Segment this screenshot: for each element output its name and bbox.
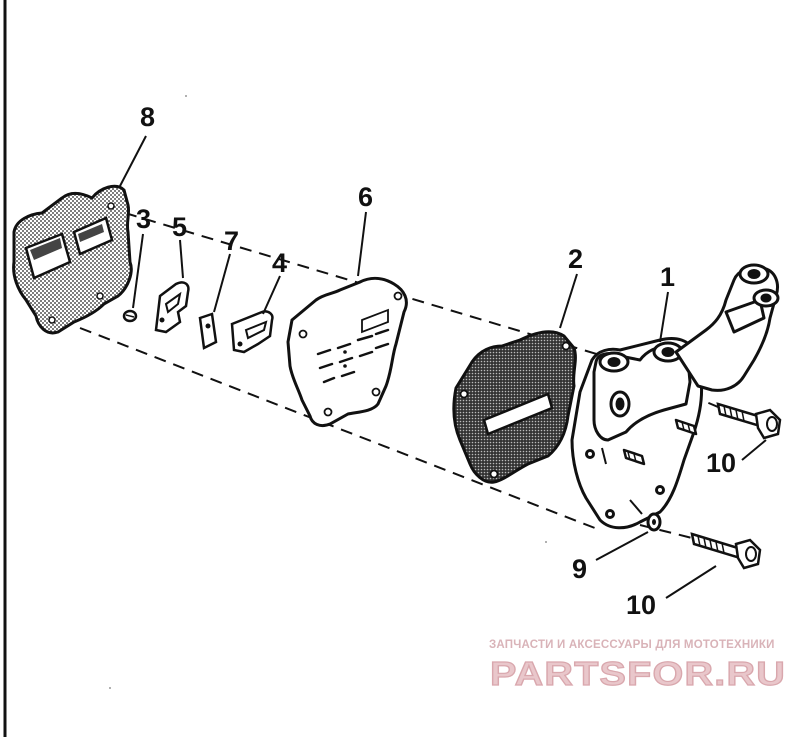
leader-8 <box>119 135 147 187</box>
callout-10b: 10 <box>626 590 656 620</box>
part-3-screw <box>122 309 138 323</box>
callout-9: 9 <box>572 554 587 584</box>
leader-2 <box>559 273 578 329</box>
leader-6 <box>357 211 367 277</box>
leader-1 <box>659 291 669 343</box>
callout-1: 1 <box>660 262 675 292</box>
leader-4 <box>262 275 281 315</box>
callout-4: 4 <box>272 248 287 278</box>
part-10-bolt-upper <box>716 402 782 440</box>
part-9-washer <box>646 512 662 532</box>
part-4-reed-valve <box>230 310 274 354</box>
part-2-gasket <box>452 330 577 484</box>
leader-lines <box>119 135 767 599</box>
part-5-stopper-plate <box>154 281 190 334</box>
watermark-caption: ЗАПЧАСТИ И АКСЕССУАРЫ ДЛЯ МОТОТЕХНИКИ <box>489 639 775 651</box>
scan-specks <box>109 95 547 689</box>
leader-10a <box>741 439 767 461</box>
part-7-shim <box>198 312 218 350</box>
leader-3 <box>132 233 144 309</box>
part-1-manifold-housing <box>570 263 780 530</box>
callout-7: 7 <box>224 226 239 256</box>
watermark-logo-text: PARTSFOR.RU <box>490 655 786 692</box>
callout-6: 6 <box>358 182 373 212</box>
part-8-gasket <box>12 184 133 335</box>
leader-10b <box>665 565 717 599</box>
watermark-logo: PARTSFOR.RU <box>490 654 786 692</box>
alignment-axis-upper <box>79 327 601 531</box>
callout-2: 2 <box>568 244 583 274</box>
part-6-reed-plate <box>286 276 408 428</box>
callout-labels: 8 3 5 7 4 6 2 1 10 9 10 <box>136 102 736 620</box>
leader-5 <box>179 239 184 279</box>
callout-3: 3 <box>136 204 151 234</box>
leader-9 <box>595 531 649 561</box>
leader-7 <box>213 253 231 313</box>
callout-5: 5 <box>172 212 187 242</box>
part-10-bolt-lower <box>690 532 762 570</box>
callout-10a: 10 <box>706 448 736 478</box>
callout-8: 8 <box>140 102 155 132</box>
